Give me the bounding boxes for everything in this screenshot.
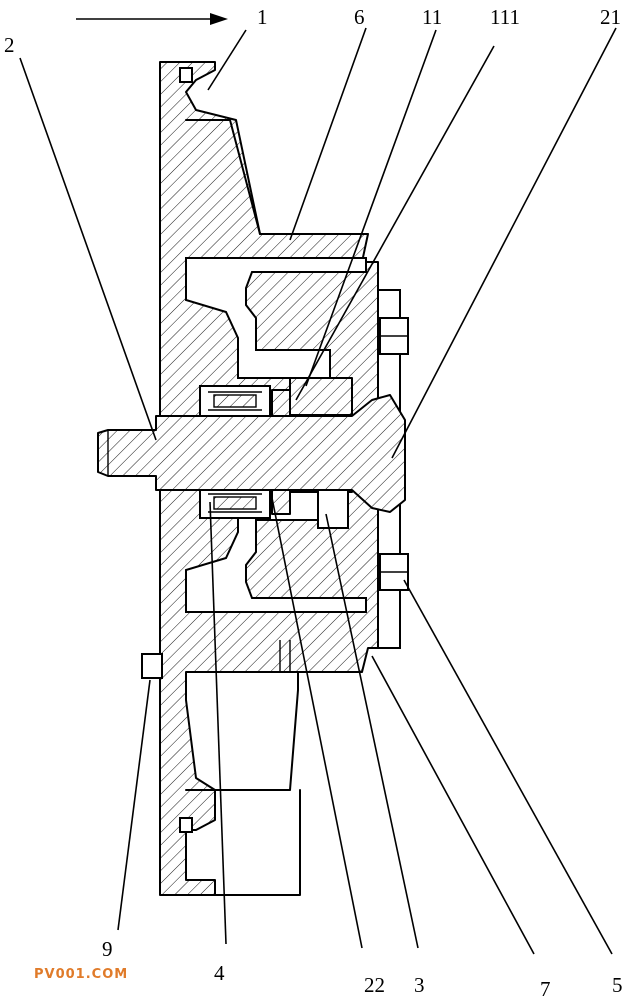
label-3: 3 [414, 973, 425, 997]
leader-lines [19, 27, 617, 955]
bearing-upper [199, 385, 271, 417]
label-7: 7 [540, 977, 551, 1000]
housing-rib-upper [185, 119, 261, 235]
watermark: PV001.COM [34, 967, 128, 982]
label-1: 1 [257, 5, 268, 29]
label-4: 4 [214, 961, 225, 985]
bearing-hub [289, 377, 353, 416]
bolt-upper [379, 317, 409, 355]
label-6: 6 [354, 5, 365, 29]
bolt-lower [379, 553, 409, 591]
housing-cavity [185, 257, 367, 379]
label-11: 11 [422, 5, 442, 29]
housing-cavity-lower [185, 491, 367, 613]
spacer-upper [271, 389, 291, 417]
label-5: 5 [612, 973, 623, 997]
label-111: 111 [490, 5, 520, 29]
label-2: 2 [4, 33, 15, 57]
label-21: 21 [600, 5, 621, 29]
housing-rib-lower [185, 671, 299, 791]
label-22: 22 [364, 973, 385, 997]
flange-boss-bottom [179, 817, 193, 833]
label-9: 9 [102, 937, 113, 961]
drive-shaft [97, 394, 406, 513]
nut-ring [317, 487, 349, 529]
flange-boss-top [179, 67, 193, 83]
direction-arrow [76, 13, 228, 25]
bearing-lower [199, 487, 271, 519]
locating-pin [141, 653, 163, 679]
